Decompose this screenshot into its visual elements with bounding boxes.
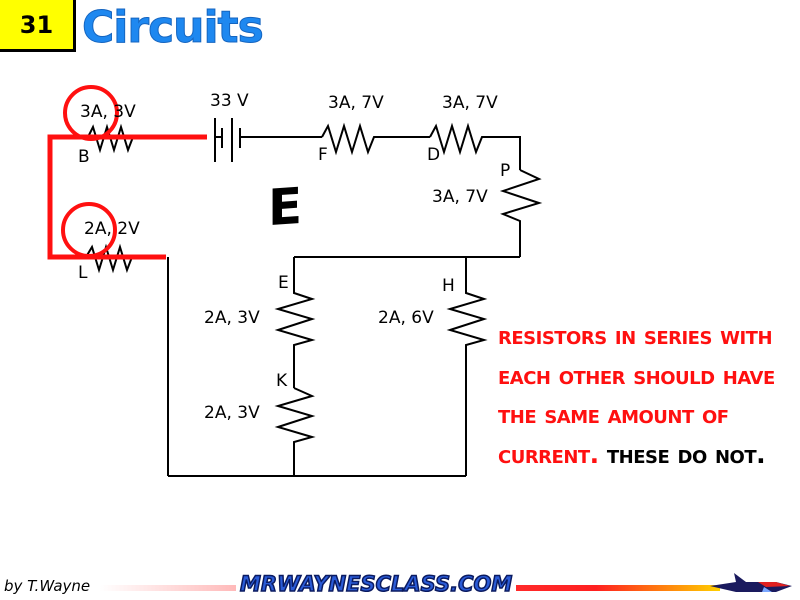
jet-icon (710, 573, 792, 592)
resistor-h-value: 2A, 6V (378, 308, 434, 328)
resistor-e-value: 2A, 3V (204, 308, 260, 328)
resistor-d-icon (429, 122, 521, 170)
resistor-h-label: H (442, 276, 455, 296)
resistor-h-icon (446, 257, 488, 476)
explanation-note: Resistors in series with each other shou… (498, 316, 800, 474)
resistor-p-label: P (500, 161, 510, 181)
resistor-f-value: 3A, 7V (328, 93, 384, 113)
resistor-d-value: 3A, 7V (442, 93, 498, 113)
resistor-k-label: K (276, 371, 288, 391)
resistor-b-value: 3A, 3V (80, 102, 136, 122)
note-black-text: These do not. (606, 439, 766, 469)
battery-icon (214, 118, 241, 162)
resistor-l-label: L (78, 263, 88, 283)
resistor-k-value: 2A, 3V (204, 403, 260, 423)
footer-author: by T.Wayne (4, 577, 91, 595)
resistor-e-label: E (278, 273, 289, 293)
resistor-l-value: 2A, 2V (84, 219, 140, 239)
resistor-p-value: 3A, 7V (432, 187, 488, 207)
resistor-d-label: D (427, 145, 440, 165)
resistor-b-label: B (78, 147, 90, 167)
highlight-circle-b (63, 85, 119, 141)
footer-site-logo: MRWAYNESCLASS.COM (236, 571, 517, 597)
slide-number: 31 (0, 0, 76, 52)
answer-letter: E (268, 176, 303, 238)
highlight-circle-l (61, 202, 117, 258)
resistor-f-icon (321, 122, 430, 156)
highlight-wire (47, 134, 207, 260)
resistor-e-icon (274, 257, 316, 388)
resistor-p-icon (499, 169, 543, 257)
battery-label: 33 V (210, 91, 249, 111)
page-title: Circuits (82, 2, 265, 54)
note-red-text: Resistors in series with each other shou… (498, 321, 775, 469)
resistor-f-label: F (318, 145, 328, 165)
resistor-k-icon (274, 387, 316, 476)
